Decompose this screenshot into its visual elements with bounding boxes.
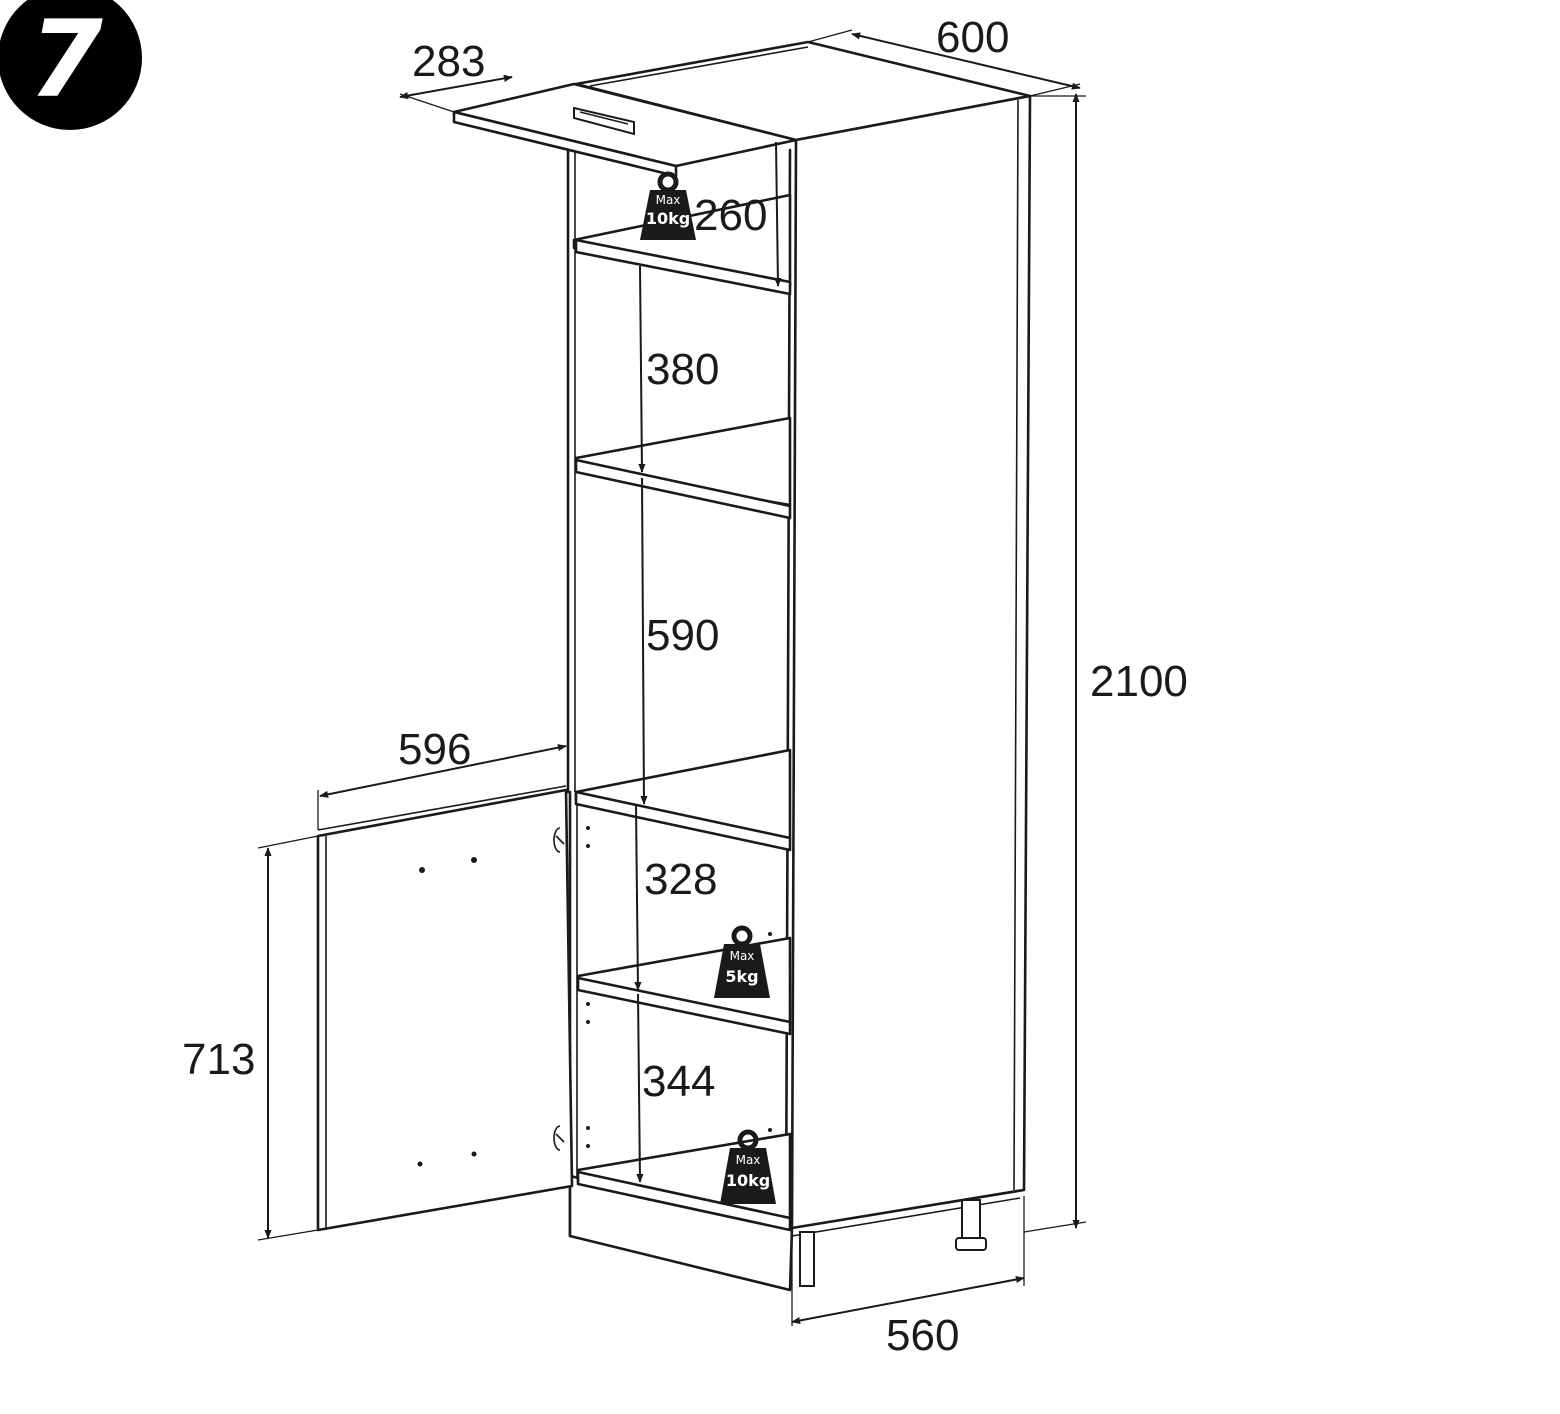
hinge [553, 827, 565, 1151]
weight-limit-icon: Max 5kg [714, 925, 770, 998]
dim-cabinet-depth: 600 [936, 13, 1009, 62]
bottom-panel [576, 1170, 792, 1232]
shelf-pin-holes [586, 826, 772, 1148]
dim-bottom-door-width: 596 [398, 725, 471, 774]
dimension-labels: 283 600 260 380 590 596 2100 328 713 344… [182, 13, 1188, 1360]
weight-value: 5kg [725, 967, 758, 986]
weight-label: Max [730, 949, 755, 963]
weight-label: Max [656, 193, 681, 207]
dim-height-total: 2100 [1090, 657, 1188, 706]
dim-middle-compartment: 590 [646, 611, 719, 660]
weight-limit-icon: Max 10kg [640, 171, 696, 240]
weight-value: 10kg [646, 209, 690, 228]
shelf [574, 458, 792, 520]
weight-limit-icon: Max 10kg [720, 1129, 776, 1204]
dim-base-width: 560 [886, 1311, 959, 1360]
dim-bottom-door-height: 713 [182, 1035, 255, 1084]
dim-compartment-344: 344 [642, 1057, 715, 1106]
shelf [574, 790, 792, 852]
dim-top-door-depth: 283 [412, 37, 485, 86]
dim-upper-compartment: 380 [646, 345, 719, 394]
lower-door [316, 785, 574, 1232]
door-handle [573, 106, 635, 136]
dimension-lines [257, 29, 1087, 1326]
adjustable-leg [799, 1199, 987, 1287]
right-side-panel [790, 94, 1032, 1230]
weight-label: Max [736, 1153, 761, 1167]
shelf [576, 976, 792, 1036]
weight-value: 10kg [726, 1171, 770, 1190]
step-badge: 7 [0, 0, 142, 130]
dim-compartment-328: 328 [644, 855, 717, 904]
dim-top-gap: 260 [694, 191, 767, 240]
cabinet-body [566, 40, 1032, 1292]
step-number: 7 [29, 0, 103, 121]
